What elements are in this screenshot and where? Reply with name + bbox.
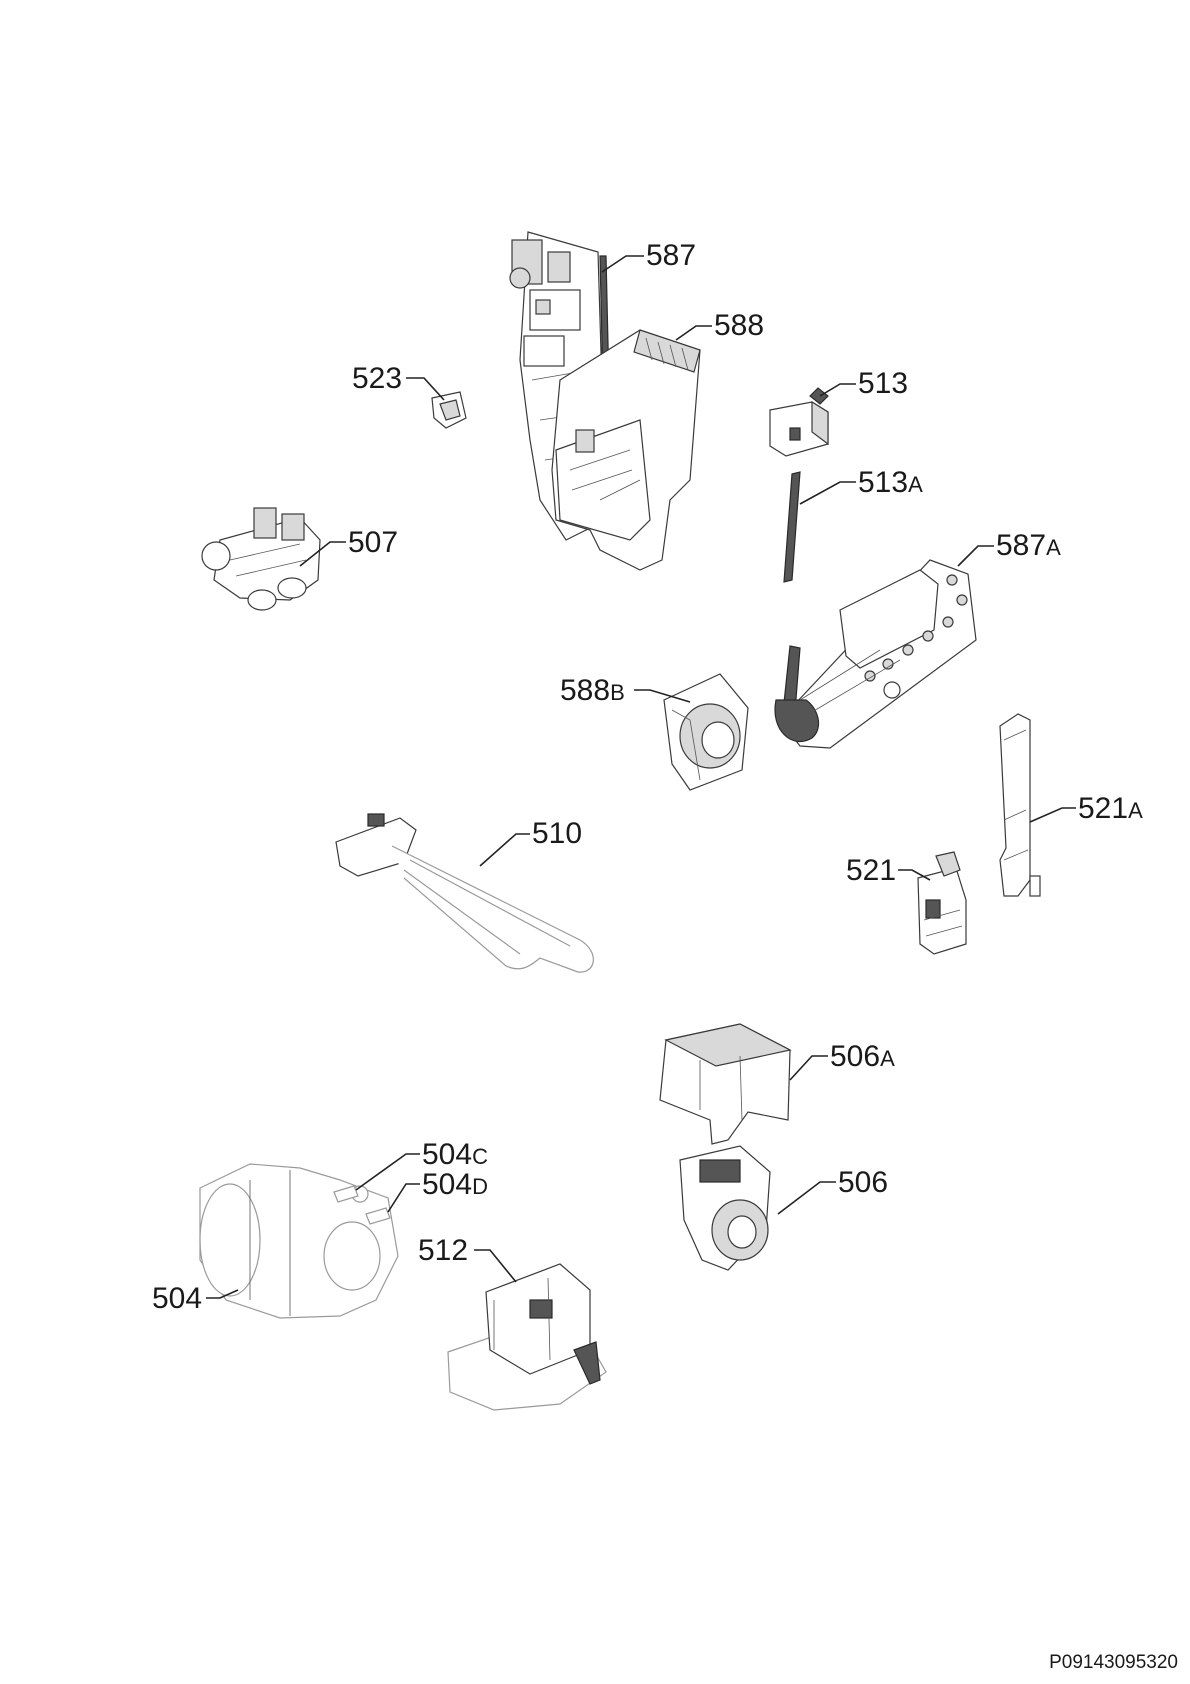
label-521A: 521A bbox=[1078, 792, 1143, 825]
label-587A: 587A bbox=[996, 529, 1061, 562]
part-504D-brush[interactable] bbox=[365, 1207, 391, 1225]
label-504D: 504D bbox=[422, 1168, 488, 1201]
leader-587A bbox=[957, 545, 994, 567]
label-521: 521 bbox=[846, 854, 896, 887]
leader-507 bbox=[299, 541, 346, 567]
label-510: 510 bbox=[532, 817, 582, 850]
leader-521 bbox=[898, 869, 931, 881]
label-506A: 506A bbox=[830, 1040, 895, 1073]
leader-587 bbox=[601, 255, 644, 273]
label-506: 506 bbox=[838, 1166, 888, 1199]
leader-504C bbox=[355, 1153, 420, 1191]
document-code: P09143095320 bbox=[1049, 1652, 1178, 1673]
part-504-motor[interactable] bbox=[199, 1163, 399, 1319]
part-512-pressure-switch[interactable] bbox=[447, 1263, 607, 1411]
part-506A-pump-cover[interactable] bbox=[659, 1023, 792, 1145]
leader-521A bbox=[1029, 807, 1076, 823]
part-510-heating-element[interactable] bbox=[335, 813, 594, 973]
part-521-door-lock[interactable] bbox=[917, 851, 967, 955]
label-587: 587 bbox=[646, 239, 696, 272]
label-588: 588 bbox=[714, 309, 764, 342]
label-513A: 513A bbox=[858, 466, 923, 499]
label-513: 513 bbox=[858, 367, 908, 400]
leader-506 bbox=[777, 1181, 836, 1215]
label-504C: 504C bbox=[422, 1138, 488, 1171]
part-504C-brush[interactable] bbox=[333, 1185, 359, 1203]
part-521A-bracket[interactable] bbox=[999, 713, 1041, 897]
leader-504 bbox=[206, 1289, 239, 1299]
label-523: 523 bbox=[352, 362, 402, 395]
label-504: 504 bbox=[152, 1282, 202, 1315]
leader-523 bbox=[406, 377, 445, 401]
part-587A-display-board[interactable] bbox=[774, 559, 977, 749]
part-513-filter[interactable] bbox=[769, 387, 829, 457]
leader-504D bbox=[387, 1183, 420, 1213]
part-513A-rod[interactable] bbox=[783, 471, 801, 583]
leader-512 bbox=[474, 1249, 517, 1283]
leader-513A bbox=[799, 481, 856, 505]
leader-588B bbox=[634, 689, 691, 703]
label-507: 507 bbox=[348, 526, 398, 559]
label-588B: 588B bbox=[560, 674, 625, 707]
part-523-clip[interactable] bbox=[431, 391, 467, 429]
leader-506A bbox=[789, 1055, 828, 1081]
leader-513 bbox=[819, 383, 856, 397]
leader-588 bbox=[675, 325, 712, 341]
part-506-drain-pump[interactable] bbox=[679, 1145, 771, 1271]
part-588B-selector[interactable] bbox=[663, 673, 749, 791]
leader-510 bbox=[479, 833, 530, 867]
part-507-inlet-valve[interactable] bbox=[201, 507, 321, 611]
label-512: 512 bbox=[418, 1234, 468, 1267]
part-588-board-housing[interactable] bbox=[551, 329, 701, 571]
